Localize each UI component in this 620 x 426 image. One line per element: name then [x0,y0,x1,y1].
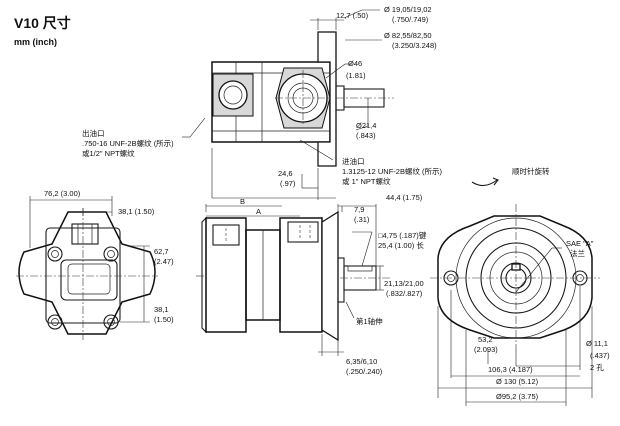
right-dimensions [437,247,593,406]
left-end-view [16,208,158,340]
label-hole-dia: Ø 11,1 [586,339,608,348]
label-hole-spacing: 106,3 (4.187) [488,365,533,374]
label-sae-flange-cn: 法兰 [570,248,585,258]
label-bolt-circle: Ø95,2 (3.75) [496,392,539,401]
label-hole-count: 2 孔 [590,363,604,372]
label-key-height: 21,13/21,00 [384,279,424,288]
side-port-body [279,217,323,333]
label-shaft-dia-in: (.750/.749) [392,15,429,24]
label-port-dia: Ø46 [348,59,362,68]
label-sae-flange: SAE "A" [566,239,594,248]
left-port-face [60,259,118,301]
left-dimensions [29,196,150,323]
label-pilot-length: 7,9 [354,205,364,214]
label-inlet-title: 进油口 [342,156,365,166]
label-center-offset: 53,2 [478,335,493,344]
top-view [211,31,394,167]
label-pilot-dia-in: (3.250/3.248) [392,41,437,50]
side-mount-flange [321,210,339,342]
label-rotation: 顺时针旋转 [512,166,550,176]
label-flange-thickness: 12,7 (.50) [336,11,369,20]
rotation-arrow [471,179,498,187]
label-left-half: 38,1 (1.50) [118,207,155,216]
label-left-height: 62,7 [154,247,169,256]
label-shaft-dia: Ø 19,05/19,02 [384,5,432,14]
units-label: mm (inch) [14,37,57,47]
label-center-offset-in: (2.093) [474,345,498,354]
label-left-width: 76,2 (3.00) [44,189,81,198]
top-dimensions [182,9,382,200]
label-inlet-thread: 1.3125-12 UNF-2B螺纹 (所示) [342,166,443,176]
label-inlet-alt: 或 1" NPT螺纹 [342,176,391,186]
right-flange-view [430,204,600,346]
label-left-height-in: (2.47) [154,257,174,266]
side-dimensions [205,204,384,356]
label-outlet-thread: .750-16 UNF-2B螺纹 (所示) [82,138,174,148]
label-port-offset-in: (.97) [280,179,296,188]
label-key-height-in: (.832/.827) [386,289,423,298]
label-flange-width-in: (.250/.240) [346,367,383,376]
label-pilot-dia: Ø 82,55/82,50 [384,31,432,40]
label-flange-width: 6,35/6,10 [346,357,377,366]
label-flange-dia: Ø 130 (5.12) [496,377,539,386]
label-hole-dia-in: (.437) [590,351,610,360]
label-dim-a: A [256,207,261,216]
label-shaft-extension: 第1轴伸 [356,316,383,326]
label-shaft-length: 44,4 (1.75) [386,193,423,202]
side-view [196,210,390,342]
label-key-size: □4,75 (.187)键 [378,230,427,240]
label-outlet-alt: 或1/2" NPT螺纹 [82,148,135,158]
label-port-offset: 24,6 [278,169,293,178]
drawing-title: V10 尺寸 [14,15,71,31]
label-bore-dia-in: (.843) [356,131,376,140]
label-pilot-length-in: (.31) [354,215,370,224]
label-dim-b: B [240,197,245,206]
label-left-lower: 38,1 [154,305,169,314]
label-outlet-title: 出油口 [82,128,105,138]
label-port-dia-in: (1.81) [346,71,366,80]
label-bore-dia: Ø21,4 [356,121,376,130]
label-left-lower-in: (1.50) [154,315,174,324]
label-key-length: 25,4 (1.00) 长 [378,240,424,250]
